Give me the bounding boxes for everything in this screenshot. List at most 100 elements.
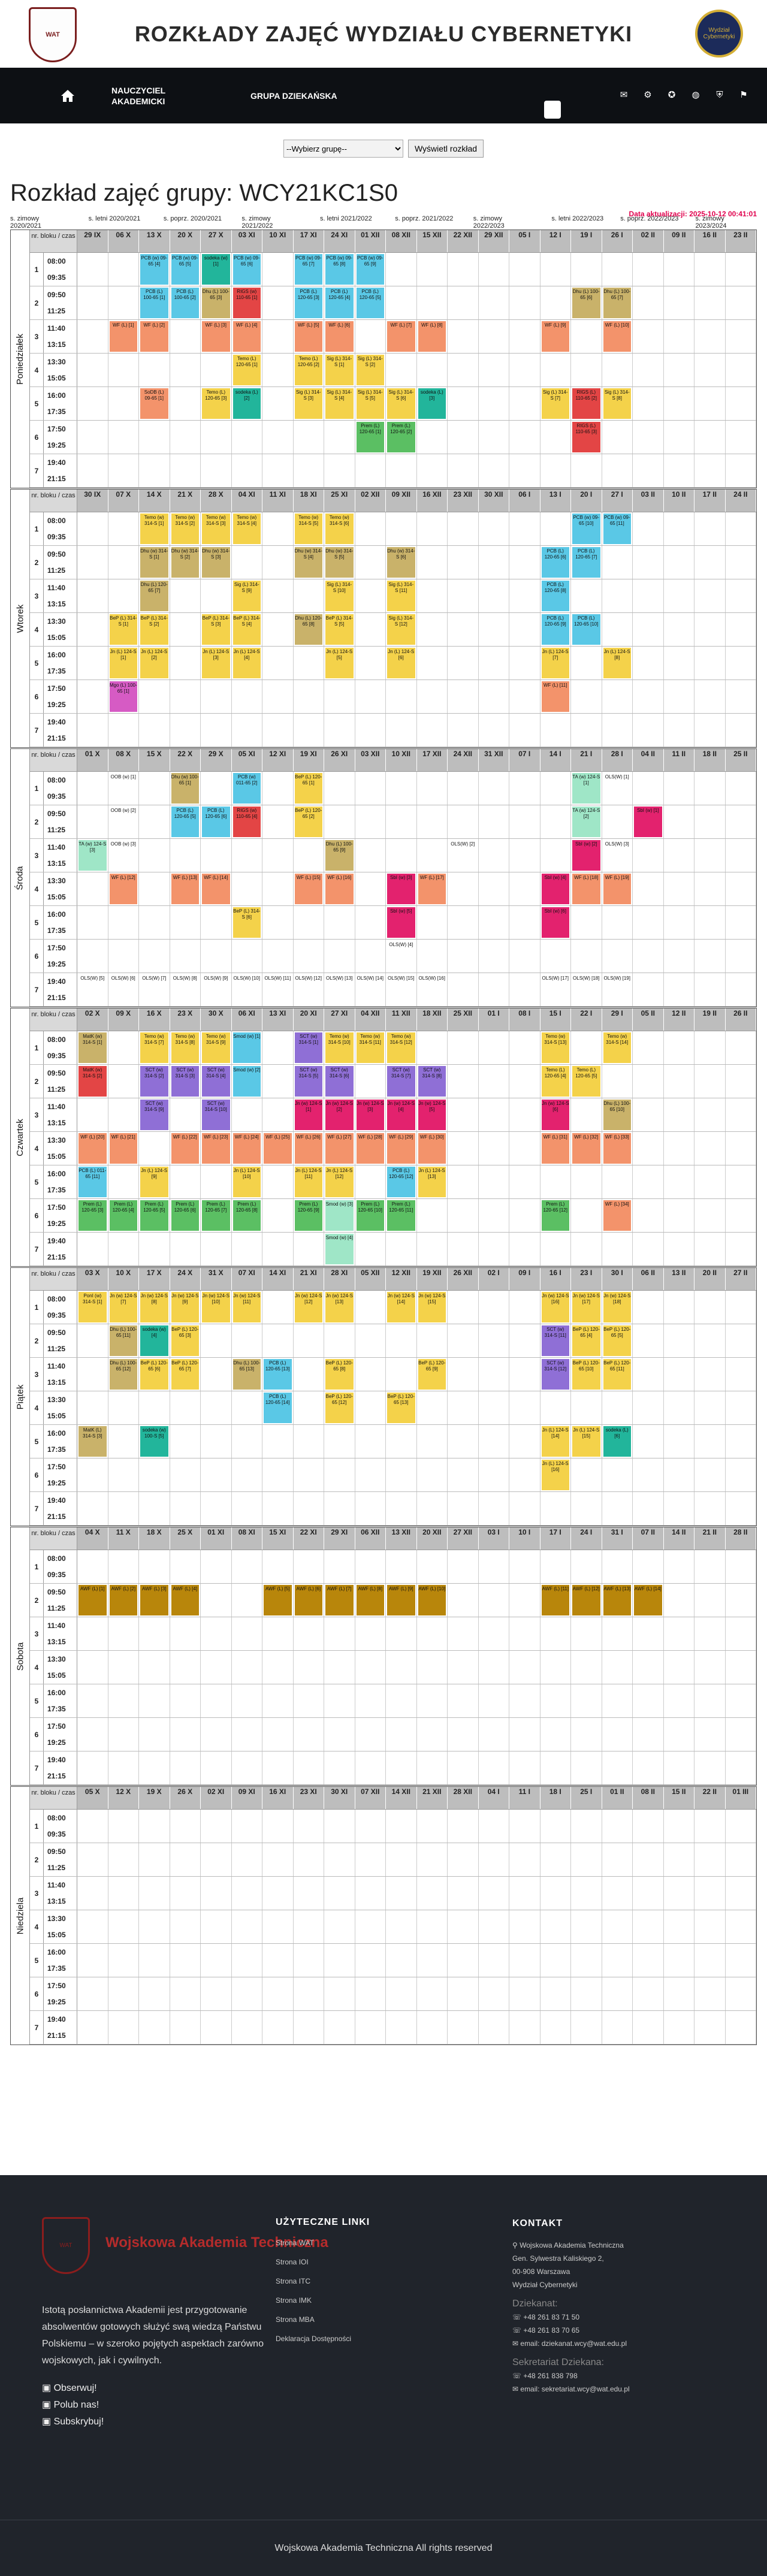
lesson-block[interactable]: OLS(W) [11] xyxy=(264,974,292,1005)
lesson-block[interactable]: PonI (w) 314-S [1] xyxy=(78,1292,107,1322)
lesson-block[interactable]: Temo (w) 314-S [13] xyxy=(541,1032,569,1063)
lesson-block[interactable]: Prem (L) 120-65 [3] xyxy=(78,1200,107,1231)
lesson-block[interactable]: WF (L) [13] xyxy=(171,874,199,904)
lesson-block[interactable]: Prem (L) 120-65 [10] xyxy=(356,1200,384,1231)
lesson-block[interactable]: Dhu (L) 100-65 [3] xyxy=(202,288,230,318)
lesson-block[interactable]: SCT (w) 314-S [1] xyxy=(294,1032,322,1063)
lesson-block[interactable]: Dhu (L) 100-65 [13] xyxy=(232,1359,261,1390)
lesson-block[interactable]: Jn (L) 124-S [16] xyxy=(541,1460,569,1490)
lesson-block[interactable]: RIGS (w) 110-65 [4] xyxy=(232,807,261,837)
lesson-block[interactable]: Sig (L) 314-S [9] xyxy=(232,581,261,611)
lesson-block[interactable]: Sig (L) 314-S [1] xyxy=(325,355,354,385)
link-ioi[interactable]: Strona IOI xyxy=(276,2258,309,2266)
lesson-block[interactable]: MatK (L) 314-S [3] xyxy=(78,1426,107,1457)
lesson-block[interactable]: WF (L) [16] xyxy=(325,874,354,904)
lesson-block[interactable]: BeP (L) 120-65 [12] xyxy=(325,1393,354,1423)
lesson-block[interactable]: OLS(W) [3] xyxy=(603,840,631,871)
lesson-block[interactable]: WF (L) [7] xyxy=(387,321,415,352)
lesson-block[interactable]: WF (L) [33] xyxy=(603,1133,631,1164)
lesson-block[interactable]: SbI (w) [1] xyxy=(634,807,662,837)
lesson-block[interactable]: PCB (L) 120-65 [3] xyxy=(294,288,322,318)
lesson-block[interactable]: PCB (w) 09-65 [5] xyxy=(171,254,199,285)
lesson-block[interactable]: PCB (L) 120-65 [13] xyxy=(264,1359,292,1390)
lesson-block[interactable]: Temo (w) 314-S [4] xyxy=(232,514,261,544)
lesson-block[interactable]: AWF (L) [6] xyxy=(294,1585,322,1615)
lesson-block[interactable]: Jn (L) 124-S [13] xyxy=(418,1167,446,1197)
social-like[interactable]: ▣ Polub nas! xyxy=(42,2400,99,2410)
lesson-block[interactable]: Jn (w) 124-S [14] xyxy=(387,1292,415,1322)
lesson-block[interactable]: SCT (w) 314-S [2] xyxy=(140,1066,168,1097)
lesson-block[interactable]: BeP (L) 120-65 [4] xyxy=(572,1325,600,1356)
lesson-block[interactable]: SbI (w) [5] xyxy=(387,907,415,938)
lesson-block[interactable]: BeP (L) 120-65 [6] xyxy=(140,1359,168,1390)
lesson-block[interactable]: Dhu (L) 100-65 [10] xyxy=(603,1100,631,1130)
lesson-block[interactable]: WF (L) [14] xyxy=(202,874,230,904)
lesson-block[interactable]: SbI (w) [4] xyxy=(541,874,569,904)
lesson-block[interactable]: Temo (w) 314-S [2] xyxy=(171,514,199,544)
lesson-block[interactable]: Jn (w) 124-S [18] xyxy=(603,1292,631,1322)
lesson-block[interactable]: RIGS (L) 110-65 [3] xyxy=(572,422,600,452)
lesson-block[interactable]: Jn (w) 124-S [7] xyxy=(109,1292,137,1322)
lesson-block[interactable]: SCT (w) 314-S [11] xyxy=(541,1325,569,1356)
lesson-block[interactable]: Prem (L) 120-65 [6] xyxy=(171,1200,199,1231)
semester-link[interactable]: s. poprz. 2020/2021 xyxy=(163,215,222,222)
lesson-block[interactable]: PCB (w) 09-65 [7] xyxy=(294,254,322,285)
lesson-block[interactable]: WF (L) [4] xyxy=(232,321,261,352)
lesson-block[interactable]: SbI (w) [2] xyxy=(572,840,600,871)
lesson-block[interactable]: AWF (L) [4] xyxy=(171,1585,199,1615)
lesson-block[interactable]: Temo (w) 314-S [6] xyxy=(325,514,354,544)
lesson-block[interactable]: WF (L) [31] xyxy=(541,1133,569,1164)
lesson-block[interactable]: WF (L) [3] xyxy=(202,321,230,352)
lesson-block[interactable]: BeP (L) 120-65 [5] xyxy=(603,1325,631,1356)
lesson-block[interactable]: PCB (L) 120-65 [10] xyxy=(572,614,600,645)
lesson-block[interactable]: SCT (w) 314-S [12] xyxy=(541,1359,569,1390)
lesson-block[interactable]: WF (L) [23] xyxy=(202,1133,230,1164)
lesson-block[interactable]: BeP (L) 314-S [4] xyxy=(232,614,261,645)
lesson-block[interactable]: Jn (w) 124-S [6] xyxy=(541,1100,569,1130)
lesson-block[interactable]: Dhu (L) 100-65 [6] xyxy=(572,288,600,318)
lesson-block[interactable]: WF (L) [1] xyxy=(109,321,137,352)
link-imk[interactable]: Strona IMK xyxy=(276,2296,312,2305)
lesson-block[interactable]: Dhu (w) 314-S [5] xyxy=(325,547,354,578)
lesson-block[interactable]: Prem (L) 120-65 [8] xyxy=(232,1200,261,1231)
lesson-block[interactable]: Prem (L) 120-65 [11] xyxy=(387,1200,415,1231)
lesson-block[interactable]: WF (L) [10] xyxy=(603,321,631,352)
lesson-block[interactable]: SbI (w) [6] xyxy=(541,907,569,938)
lesson-block[interactable]: Prem (L) 120-65 [2] xyxy=(387,422,415,452)
lesson-block[interactable]: PCB (w) 011-65 [2] xyxy=(232,773,261,804)
lesson-block[interactable]: sodeka (L) [2] xyxy=(232,388,261,419)
lesson-block[interactable]: RIGS (L) 110-65 [2] xyxy=(572,388,600,419)
link-wat[interactable]: Strona WAT xyxy=(276,2239,315,2247)
lesson-block[interactable]: AWF (L) [3] xyxy=(140,1585,168,1615)
lesson-block[interactable]: PCB (L) 120-65 [6] xyxy=(541,547,569,578)
lesson-block[interactable]: Temo (w) 314-S [14] xyxy=(603,1032,631,1063)
lesson-block[interactable]: Dhu (w) 314-S [6] xyxy=(387,547,415,578)
lesson-block[interactable]: PCB (L) 100-65 [1] xyxy=(140,288,168,318)
lesson-block[interactable]: Temo (w) 314-S [8] xyxy=(171,1032,199,1063)
lesson-block[interactable]: BeP (L) 120-65 [2] xyxy=(294,807,322,837)
lesson-block[interactable]: PCB (L) 100-65 [2] xyxy=(171,288,199,318)
lesson-block[interactable]: Temo (w) 314-S [10] xyxy=(325,1032,354,1063)
lesson-block[interactable]: Temo (w) 314-S [9] xyxy=(202,1032,230,1063)
lesson-block[interactable]: SCT (w) 314-S [8] xyxy=(418,1066,446,1097)
lesson-block[interactable]: AWF (L) [9] xyxy=(387,1585,415,1615)
lesson-block[interactable]: AWF (L) [10] xyxy=(418,1585,446,1615)
nav-teacher[interactable]: NAUCZYCIEL AKADEMICKI xyxy=(111,85,165,106)
lesson-block[interactable]: OLS(W) [9] xyxy=(202,974,230,1005)
lesson-block[interactable]: Dhu (L) 100-65 [9] xyxy=(325,840,354,871)
lesson-block[interactable]: OLS(W) [4] xyxy=(387,941,415,971)
lesson-block[interactable]: Jn (L) 124-S [9] xyxy=(140,1167,168,1197)
lesson-block[interactable]: Prem (L) 120-65 [1] xyxy=(356,422,384,452)
lesson-block[interactable]: WF (L) [17] xyxy=(418,874,446,904)
lesson-block[interactable]: PCB (L) 120-65 [4] xyxy=(325,288,354,318)
lesson-block[interactable]: sodeka (L) [3] xyxy=(418,388,446,419)
lesson-block[interactable]: OLS(W) [2] xyxy=(449,840,477,871)
lesson-block[interactable]: OLS(W) [15] xyxy=(387,974,415,1005)
lesson-block[interactable]: Jn (L) 124-S [5] xyxy=(325,648,354,678)
lesson-block[interactable]: WF (L) [5] xyxy=(294,321,322,352)
lesson-block[interactable]: Jn (w) 124-S [15] xyxy=(418,1292,446,1322)
lesson-block[interactable]: OLS(W) [19] xyxy=(603,974,631,1005)
gear-icon[interactable]: ⚙ xyxy=(644,90,652,100)
lesson-block[interactable]: Temo (L) 120-65 [5] xyxy=(572,1066,600,1097)
lesson-block[interactable]: Jn (w) 124-S [5] xyxy=(418,1100,446,1130)
